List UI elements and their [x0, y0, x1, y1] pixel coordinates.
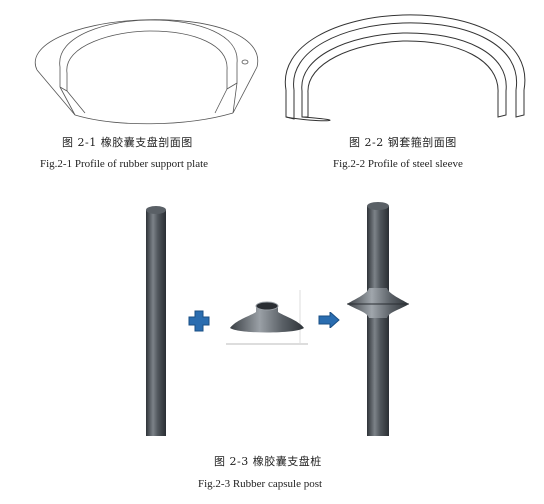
rubber-capsule-disc-drawing	[226, 290, 308, 345]
plain-pile-drawing	[146, 206, 166, 436]
fig-2-3-caption-cn: 图 2-3 橡胶囊支盘桩	[214, 455, 322, 468]
fig-2-1-caption-cn: 图 2-1 橡胶囊支盘剖面图	[62, 136, 193, 149]
right-arrow-icon	[318, 312, 340, 328]
fig-2-3-caption-en: Fig.2-3 Rubber capsule post	[198, 478, 323, 490]
plus-icon	[188, 310, 210, 332]
fig-2-2-caption-cn: 图 2-2 钢套箍剖面图	[349, 136, 457, 149]
rubber-support-plate-drawing	[34, 19, 259, 125]
fig-2-1-caption-en: Fig.2-1 Profile of rubber support plate	[40, 158, 209, 170]
rubber-capsule-pile-drawing	[347, 202, 409, 436]
fig-2-2-caption-en: Fig.2-2 Profile of steel sleeve	[333, 158, 463, 170]
steel-sleeve-drawing	[284, 14, 526, 122]
